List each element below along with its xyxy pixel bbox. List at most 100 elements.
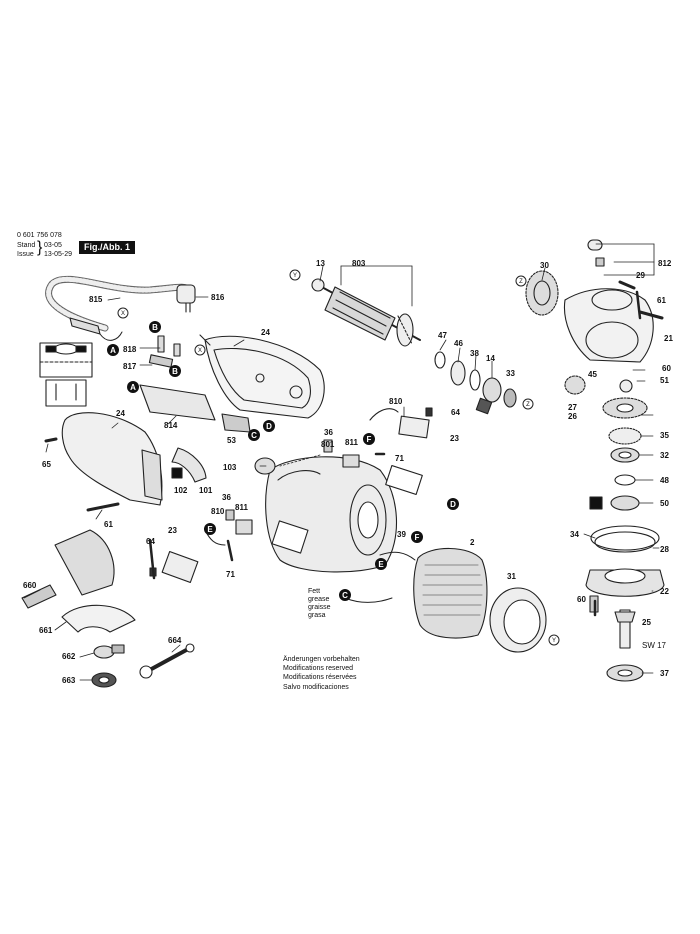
callout-27: 27 xyxy=(568,403,577,412)
marker-c-2: C xyxy=(339,589,351,601)
marker-z-2: Z xyxy=(522,398,534,410)
callout-662: 662 xyxy=(62,652,76,661)
part-callouts: 13 803 30 812 29 61 21 815 816 24 818 81… xyxy=(23,259,673,685)
screws xyxy=(148,290,642,617)
svg-text:Z: Z xyxy=(526,402,530,408)
callout-36b: 36 xyxy=(222,493,231,502)
housing-half-upper xyxy=(199,334,325,419)
grease-en: grease xyxy=(308,596,330,603)
callout-25: 25 xyxy=(642,618,651,627)
callout-23a: 23 xyxy=(450,434,459,443)
brace: } xyxy=(37,239,43,256)
grease-note: Fett grease graisse grasa xyxy=(308,588,331,620)
callout-26: 26 xyxy=(568,412,577,421)
callout-815: 815 xyxy=(89,295,103,304)
grease-fr: graisse xyxy=(308,604,331,611)
callout-801: 801 xyxy=(321,440,335,449)
gear-stack xyxy=(564,375,648,511)
svg-text:X: X xyxy=(121,311,125,317)
marker-f-2: F xyxy=(411,531,423,543)
callout-810b: 810 xyxy=(211,507,225,516)
brush-holder-upper xyxy=(323,407,433,468)
marker-d-2: D xyxy=(447,498,459,510)
callout-818: 818 xyxy=(123,345,137,354)
svg-text:X: X xyxy=(198,348,202,354)
callout-50: 50 xyxy=(660,499,669,508)
cable-guide-detail xyxy=(39,342,93,407)
callout-24a: 24 xyxy=(261,328,270,337)
callout-65: 65 xyxy=(42,460,51,469)
marker-a-1: A xyxy=(107,344,119,356)
callout-663: 663 xyxy=(62,676,76,685)
notice-line-de: Änderungen vorbehalten xyxy=(283,656,360,663)
marker-z-1: Z xyxy=(515,275,527,287)
callout-34: 34 xyxy=(570,530,579,539)
svg-text:B: B xyxy=(172,367,178,376)
grease-de: Fett xyxy=(308,588,321,595)
callout-38: 38 xyxy=(470,349,479,358)
svg-text:B: B xyxy=(152,323,158,332)
notice-line-fr: Modifications réservées xyxy=(283,674,357,682)
svg-text:D: D xyxy=(450,500,456,509)
brush-holder-lower xyxy=(149,509,253,584)
switch-assembly xyxy=(139,335,251,433)
callout-36a: 36 xyxy=(324,428,333,437)
callout-61b: 61 xyxy=(104,520,113,529)
marker-c-1: C xyxy=(248,429,260,441)
callout-814: 814 xyxy=(164,421,178,430)
callout-664: 664 xyxy=(168,636,182,645)
notice-line-es: Salvo modificaciones xyxy=(283,683,349,691)
marker-a-2: A xyxy=(127,381,139,393)
callout-29: 29 xyxy=(636,271,645,280)
gear-head-housing xyxy=(525,239,664,363)
callout-48: 48 xyxy=(660,476,669,485)
housing-half-lower xyxy=(44,412,207,512)
leader-lines xyxy=(23,243,660,681)
bearing-stack-upper xyxy=(434,351,517,415)
callout-101: 101 xyxy=(199,486,213,495)
notice-line-en: Modifications reserved xyxy=(283,665,354,673)
callout-2: 2 xyxy=(470,538,475,547)
callout-810a: 810 xyxy=(389,397,403,406)
marker-b-1: B xyxy=(149,321,161,333)
svg-text:E: E xyxy=(207,525,213,534)
callout-22: 22 xyxy=(660,587,669,596)
svg-text:C: C xyxy=(342,591,348,600)
marker-d-1: D xyxy=(263,420,275,432)
issue-value: 13-05-29 xyxy=(44,251,73,258)
part-number: 0 601 756 078 xyxy=(17,232,62,239)
marker-x-1: X xyxy=(117,307,129,319)
callout-30: 30 xyxy=(540,261,549,270)
callout-812: 812 xyxy=(658,259,672,268)
callout-47: 47 xyxy=(438,331,447,340)
callout-21: 21 xyxy=(664,334,673,343)
callout-71a: 71 xyxy=(395,454,404,463)
issue-label: Issue xyxy=(17,251,34,258)
figure-label: Fig./Abb. 1 xyxy=(79,241,135,254)
callout-37: 37 xyxy=(660,669,669,678)
callout-661: 661 xyxy=(39,626,53,635)
callout-816: 816 xyxy=(211,293,225,302)
callout-35: 35 xyxy=(660,431,669,440)
svg-text:F: F xyxy=(415,533,420,542)
svg-text:Z: Z xyxy=(519,279,523,285)
grease-es: grasa xyxy=(308,612,326,619)
callout-61a: 61 xyxy=(657,296,666,305)
fan-guide xyxy=(489,587,547,653)
svg-text:E: E xyxy=(378,560,384,569)
svg-text:D: D xyxy=(266,422,272,431)
callout-39: 39 xyxy=(397,530,406,539)
svg-text:F: F xyxy=(367,435,372,444)
power-cable-drawing xyxy=(45,275,196,341)
callout-45: 45 xyxy=(588,370,597,379)
stand-value: 03-05 xyxy=(44,242,62,249)
marker-b-2: B xyxy=(169,365,181,377)
callout-13: 13 xyxy=(316,259,325,268)
grinder-with-guard xyxy=(21,529,136,688)
svg-text:C: C xyxy=(251,431,257,440)
marker-y-1: Y xyxy=(289,269,301,281)
svg-text:Y: Y xyxy=(293,273,297,279)
stator xyxy=(344,547,488,639)
callout-102: 102 xyxy=(174,486,188,495)
